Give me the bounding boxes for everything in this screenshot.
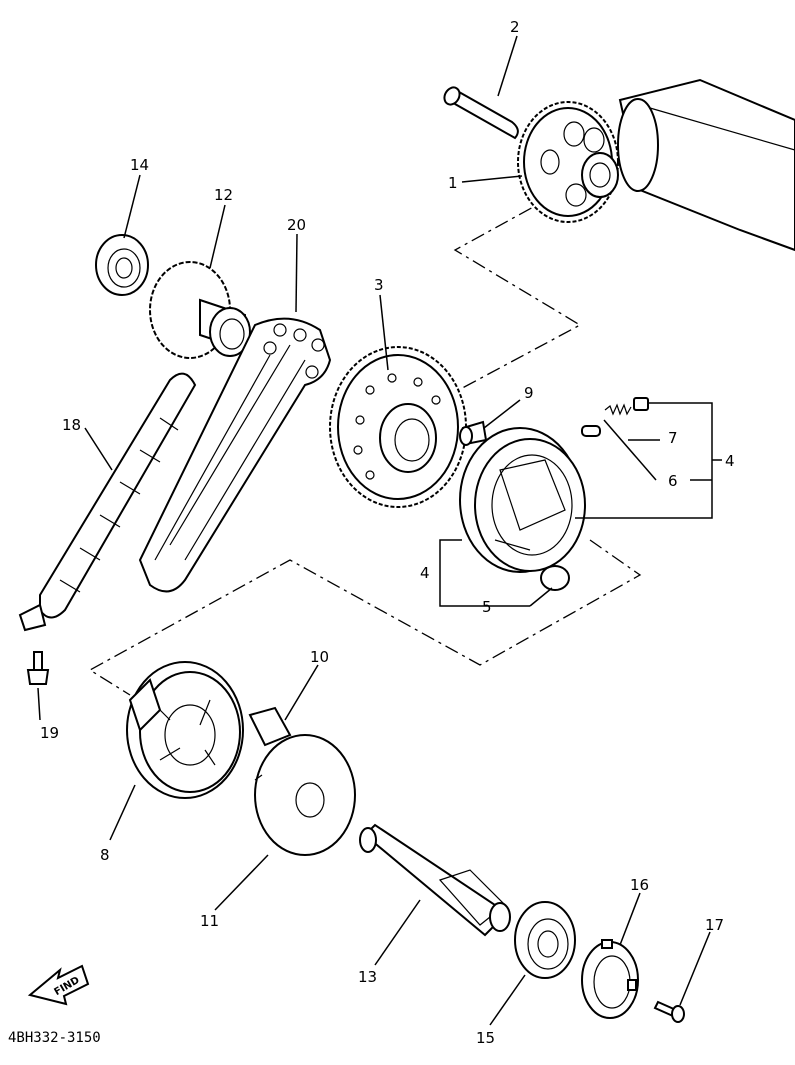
callout-7: 7 [668, 429, 678, 447]
find-arrow-icon: FIND [27, 964, 90, 1006]
leader-lines [37, 35, 722, 1026]
part-15-bearing [514, 901, 576, 979]
part-18-chain-guide [18, 372, 197, 632]
callout-19: 19 [40, 724, 59, 742]
part-13-shaft [359, 823, 511, 937]
callout-11: 11 [200, 912, 219, 930]
part-1-gear [517, 101, 619, 223]
callout-10: 10 [310, 648, 329, 666]
part-17-screw [653, 1000, 685, 1023]
part-4-clutch-housing [459, 427, 586, 573]
callout-20: 20 [287, 216, 306, 234]
part-7-cap [633, 397, 649, 411]
callout-5: 5 [482, 598, 492, 616]
starter-motor-housing [617, 78, 795, 252]
callout-4-left: 4 [420, 564, 430, 582]
part-code: 4BH332-3150 [8, 1030, 101, 1046]
callout-6: 6 [668, 472, 678, 490]
part-14-bearing [95, 234, 149, 296]
part-20-chain [138, 317, 332, 593]
callout-9: 9 [524, 384, 534, 402]
callout-1: 1 [448, 174, 458, 192]
callout-18: 18 [62, 416, 81, 434]
part-6-spring [604, 403, 632, 416]
callout-16: 16 [630, 876, 649, 894]
part-12-gear-shaft [149, 261, 251, 359]
assembly-line-upper [439, 194, 582, 401]
callout-17: 17 [705, 916, 724, 934]
part-5-roller [540, 565, 570, 591]
part-11-plate [254, 734, 356, 856]
callout-3: 3 [374, 276, 384, 294]
callout-8: 8 [100, 846, 110, 864]
callout-4-right: 4 [725, 452, 735, 470]
part-16-retainer [581, 939, 639, 1019]
part-10-block [248, 706, 292, 747]
callout-13: 13 [358, 968, 377, 986]
part-19-bolt [26, 651, 50, 685]
callout-12: 12 [214, 186, 233, 204]
assembly-line-lower [88, 539, 642, 696]
callout-2: 2 [510, 18, 520, 36]
callout-15: 15 [476, 1029, 495, 1047]
part-2-pin [443, 86, 519, 140]
part-3-large-sprocket [329, 346, 467, 508]
callout-14: 14 [130, 156, 149, 174]
part-6-roller [581, 425, 601, 437]
part-8-wheel [126, 661, 244, 799]
